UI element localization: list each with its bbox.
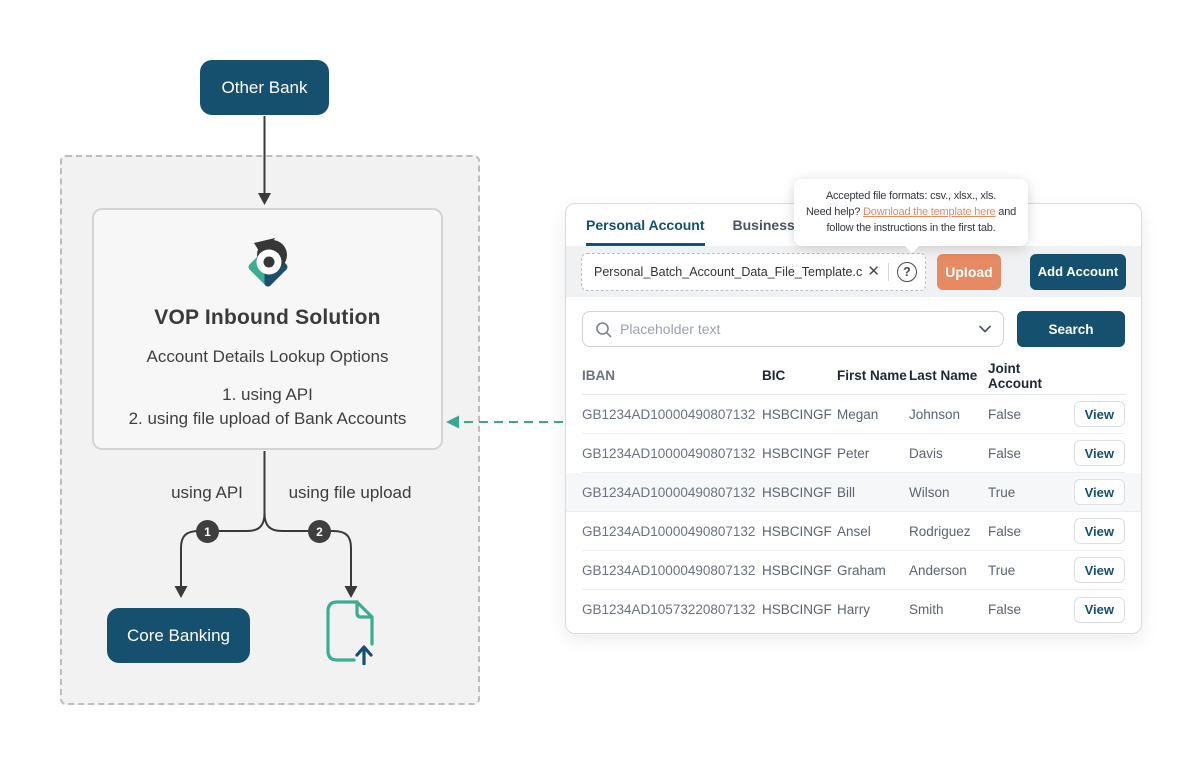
view-button[interactable]: View (1073, 596, 1125, 623)
branch-api-badge: 1 (196, 520, 219, 543)
iban-cell: GB1234AD10573220807132 (582, 602, 756, 617)
upload-button[interactable]: Upload (937, 253, 1001, 290)
tooltip-help-text-end: and follow the instructions in the first… (826, 206, 1017, 234)
header-iban: IBAN (582, 368, 615, 383)
table-row: GB1234AD10000490807132 HSBCINGF Peter Da… (582, 434, 1125, 473)
solution-subtitle: Account Details Lookup Options (146, 347, 389, 366)
solution-title: VOP Inbound Solution (154, 306, 381, 329)
iban-cell: GB1234AD10000490807132 (582, 406, 756, 422)
download-template-link[interactable]: Download the template here (863, 206, 996, 218)
joint-account-cell: False (988, 406, 1022, 422)
bic-cell: HSBCINGF (762, 523, 832, 539)
upload-toolbar: Personal_Batch_Account_Data_File_Templat… (566, 246, 1141, 297)
first-name-cell: Bill (837, 484, 856, 500)
joint-account-cell: False (988, 602, 1022, 617)
first-name-cell: Megan (837, 406, 879, 422)
table-header-row: IBAN BIC First Name Last Name Joint Acco… (582, 351, 1125, 395)
joint-account-cell: True (988, 562, 1016, 578)
branch-api-label: using API (171, 483, 243, 502)
search-icon (595, 321, 612, 338)
bic-cell: HSBCINGF (762, 445, 832, 461)
solution-option-1: 1. using API (222, 385, 313, 404)
chevron-down-icon[interactable] (979, 325, 991, 333)
search-input[interactable] (620, 321, 971, 337)
file-upload-icon (324, 599, 376, 670)
iban-cell: GB1234AD10000490807132 (582, 523, 756, 539)
joint-account-cell: False (988, 445, 1022, 461)
core-banking-label: Core Banking (126, 625, 230, 645)
table-row: GB1234AD10573220807132 HSBCINGF Harry Sm… (582, 590, 1125, 629)
core-banking-node: Core Banking (107, 608, 250, 663)
first-name-cell: Graham (837, 562, 886, 578)
branch-file-badge: 2 (308, 520, 331, 543)
view-button[interactable]: View (1073, 518, 1125, 544)
view-button[interactable]: View (1073, 557, 1125, 583)
header-last-name: Last Name (909, 368, 978, 383)
other-bank-label: Other Bank (221, 77, 308, 97)
first-name-cell: Harry (837, 602, 870, 617)
add-account-button[interactable]: Add Account (1030, 253, 1126, 290)
search-box (582, 311, 1004, 347)
file-name: Personal_Batch_Account_Data_File_Templat… (594, 264, 864, 279)
iban-cell: GB1234AD10000490807132 (582, 484, 756, 500)
bic-cell: HSBCINGF (762, 406, 832, 422)
table-body: GB1234AD10000490807132 HSBCINGF Megan Jo… (566, 395, 1141, 629)
last-name-cell: Davis (909, 445, 943, 461)
accounts-panel: Personal Account Business Account Person… (565, 203, 1142, 634)
table-row: GB1234AD10000490807132 HSBCINGF Bill Wil… (566, 473, 1141, 512)
table-row: GB1234AD10000490807132 HSBCINGF Ansel Ro… (582, 512, 1125, 551)
solution-option-2: 2. using file upload of Bank Accounts (128, 409, 407, 428)
first-name-cell: Peter (837, 445, 870, 461)
tab-personal-account[interactable]: Personal Account (586, 204, 705, 246)
last-name-cell: Smith (909, 602, 944, 617)
table-row: GB1234AD10000490807132 HSBCINGF Graham A… (582, 551, 1125, 590)
help-icon[interactable]: ? (897, 261, 917, 282)
tooltip-help-text: Need help? (805, 206, 864, 218)
first-name-cell: Ansel (837, 523, 871, 539)
upload-help-tooltip: Accepted file formats: csv., xlsx., xls.… (794, 179, 1028, 254)
tooltip-formats-line: Accepted file formats: csv., xlsx., xls. (825, 190, 997, 202)
bic-cell: HSBCINGF (762, 602, 832, 617)
header-joint-account: Joint Account (988, 360, 1042, 391)
chip-divider (888, 262, 889, 281)
vop-solution-card: VOP Inbound Solution Account Details Loo… (92, 208, 443, 450)
view-button[interactable]: View (1073, 479, 1125, 505)
header-first-name: First Name (837, 368, 907, 383)
iban-cell: GB1234AD10000490807132 (582, 445, 756, 461)
header-bic: BIC (762, 368, 786, 383)
vop-logo-icon (240, 236, 296, 294)
bic-cell: HSBCINGF (762, 484, 832, 500)
iban-cell: GB1234AD10000490807132 (582, 562, 756, 578)
last-name-cell: Wilson (909, 484, 950, 500)
last-name-cell: Rodriguez (909, 523, 971, 539)
file-chip: Personal_Batch_Account_Data_File_Templat… (581, 252, 926, 291)
branch-file-label: using file upload (288, 483, 412, 502)
bic-cell: HSBCINGF (762, 562, 832, 578)
search-button[interactable]: Search (1017, 311, 1125, 347)
view-button[interactable]: View (1073, 440, 1125, 466)
table-row: GB1234AD10000490807132 HSBCINGF Megan Jo… (582, 395, 1125, 434)
other-bank-node: Other Bank (200, 60, 329, 115)
view-button[interactable]: View (1073, 401, 1125, 427)
clear-file-icon[interactable]: ✕ (867, 263, 880, 280)
last-name-cell: Anderson (909, 562, 967, 578)
joint-account-cell: False (988, 523, 1022, 539)
joint-account-cell: True (988, 484, 1016, 500)
last-name-cell: Johnson (909, 406, 961, 422)
